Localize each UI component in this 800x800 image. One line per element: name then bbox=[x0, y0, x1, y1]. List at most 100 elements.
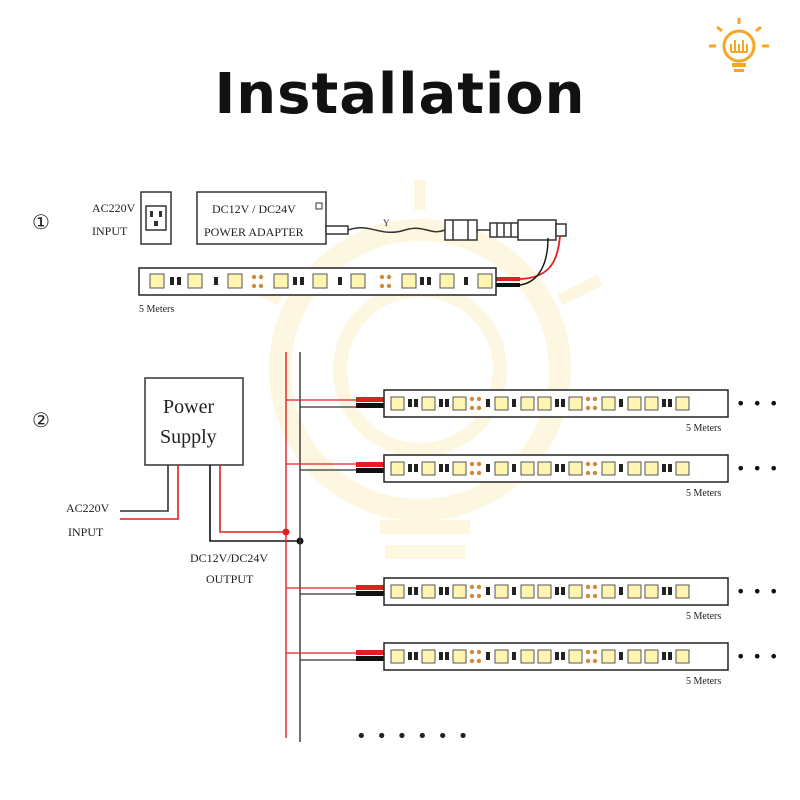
resistor bbox=[619, 399, 623, 407]
step1-black-wire bbox=[519, 237, 549, 286]
svg-text:Y: Y bbox=[383, 218, 390, 228]
cut-pad bbox=[585, 470, 591, 476]
led-chip bbox=[390, 461, 405, 476]
led-strip-1: • • •5 Meters bbox=[356, 389, 778, 434]
led-chip bbox=[601, 396, 616, 411]
resistor bbox=[668, 399, 672, 407]
power-adapter: DC12V / DC24V POWER ADAPTER bbox=[196, 191, 327, 245]
cut-pad bbox=[592, 461, 598, 467]
led-chip bbox=[675, 461, 690, 476]
resistor bbox=[561, 464, 565, 472]
resistor bbox=[445, 587, 449, 595]
resistor bbox=[439, 587, 443, 595]
led-chip bbox=[494, 396, 509, 411]
led-chip bbox=[601, 584, 616, 599]
cut-pad bbox=[476, 649, 482, 655]
cut-pad bbox=[585, 658, 591, 664]
led-chip bbox=[537, 396, 552, 411]
resistor bbox=[414, 587, 418, 595]
resistor bbox=[561, 399, 565, 407]
resistor bbox=[619, 464, 623, 472]
resistor bbox=[668, 587, 672, 595]
resistor bbox=[408, 652, 412, 660]
cut-pad bbox=[469, 470, 475, 476]
strip-red-lead bbox=[356, 397, 384, 402]
resistor bbox=[408, 464, 412, 472]
strip-red-lead bbox=[356, 462, 384, 467]
led-chip bbox=[644, 396, 659, 411]
cut-pad bbox=[592, 658, 598, 664]
strip-continuation-ellipsis: • • • bbox=[736, 647, 779, 666]
led-chip bbox=[568, 461, 583, 476]
resistor bbox=[668, 464, 672, 472]
strip-continuation-ellipsis: • • • bbox=[736, 459, 779, 478]
cut-pad bbox=[476, 396, 482, 402]
led-chip bbox=[537, 584, 552, 599]
led-chip bbox=[601, 649, 616, 664]
step1-input-label-line1: AC220V bbox=[92, 201, 136, 215]
resistor bbox=[512, 464, 516, 472]
led-strip-2: • • • 5 Meters bbox=[356, 454, 779, 499]
led-chip bbox=[421, 584, 436, 599]
led-strip-4: • • •5 Meters bbox=[356, 642, 779, 687]
led-chip bbox=[452, 461, 467, 476]
led-chip bbox=[644, 461, 659, 476]
resistor bbox=[414, 652, 418, 660]
ac-input-red-wire bbox=[120, 465, 179, 520]
strip-black-lead bbox=[356, 656, 384, 661]
led-chip bbox=[568, 584, 583, 599]
resistor bbox=[555, 652, 559, 660]
resistor bbox=[668, 652, 672, 660]
led-chip bbox=[568, 649, 583, 664]
step1-red-wire bbox=[519, 235, 561, 280]
step2-input-label-line2: INPUT bbox=[68, 525, 104, 539]
resistor bbox=[414, 464, 418, 472]
resistor bbox=[445, 464, 449, 472]
step1-input-label-line2: INPUT bbox=[92, 224, 128, 238]
led-chip bbox=[390, 584, 405, 599]
led-chip bbox=[520, 649, 535, 664]
led-chip bbox=[644, 649, 659, 664]
resistor bbox=[486, 587, 490, 595]
led-chip bbox=[537, 649, 552, 664]
led-chip bbox=[390, 396, 405, 411]
step1-strip-length: 5 Meters bbox=[139, 304, 174, 315]
strip-length-label: 5 Meters bbox=[686, 488, 721, 499]
led-chip bbox=[421, 649, 436, 664]
led-chip bbox=[627, 584, 642, 599]
led-chip bbox=[421, 396, 436, 411]
resistor bbox=[445, 652, 449, 660]
step2-output-label-line1: DC12V/DC24V bbox=[190, 551, 268, 565]
cut-pad bbox=[585, 461, 591, 467]
resistor bbox=[414, 399, 418, 407]
resistor bbox=[662, 464, 666, 472]
led-chip bbox=[520, 396, 535, 411]
led-chip bbox=[675, 649, 690, 664]
strip-red-lead bbox=[356, 650, 384, 655]
resistor bbox=[439, 464, 443, 472]
led-chip bbox=[644, 584, 659, 599]
resistor bbox=[408, 587, 412, 595]
resistor bbox=[512, 399, 516, 407]
led-chip bbox=[390, 649, 405, 664]
resistor bbox=[486, 652, 490, 660]
cut-pad bbox=[476, 470, 482, 476]
strip-black-lead bbox=[356, 468, 384, 473]
led-chip bbox=[537, 461, 552, 476]
power-supply-label-line1: Power bbox=[163, 396, 214, 418]
resistor bbox=[512, 587, 516, 595]
led-chip bbox=[627, 461, 642, 476]
light-bulb-icon bbox=[709, 18, 769, 72]
led-strip-3: • • •5 Meters bbox=[356, 577, 778, 622]
resistor bbox=[439, 652, 443, 660]
resistor bbox=[555, 399, 559, 407]
led-chip bbox=[520, 584, 535, 599]
resistor bbox=[486, 464, 490, 472]
led-chip bbox=[601, 461, 616, 476]
resistor bbox=[662, 587, 666, 595]
power-supply-box: Power Supply bbox=[144, 377, 244, 466]
cut-pad bbox=[469, 405, 475, 411]
resistor bbox=[408, 399, 412, 407]
resistor bbox=[662, 652, 666, 660]
